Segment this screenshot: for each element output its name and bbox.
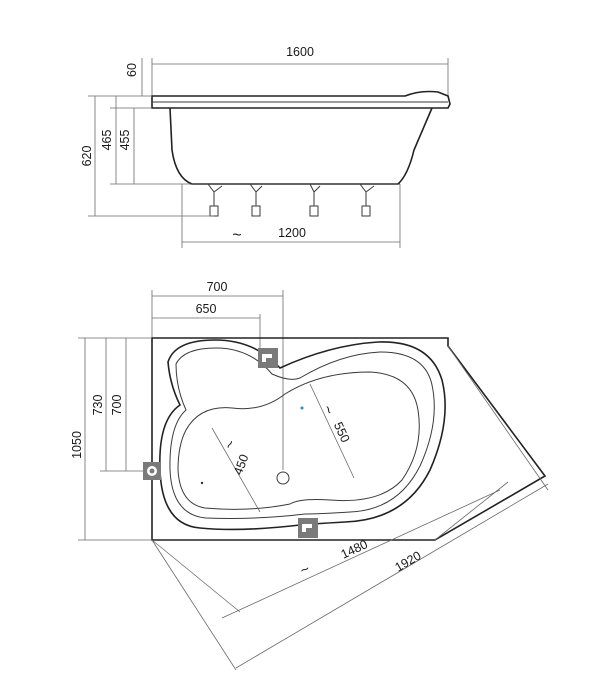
extension-line [151,539,237,671]
side-view: 1600 60 620 465 455 [80,45,451,248]
leg-1-foot [209,205,219,217]
dim-label-1600: 1600 [286,45,314,59]
leg-1 [207,183,223,206]
tub-basin-middle [169,347,435,519]
extension-line [434,481,509,541]
tub-body [169,107,433,185]
hydro-jet-dot [200,481,204,485]
dimension-line-450 [211,427,261,513]
dim-label-455: 455 [118,130,132,151]
drain-icon [276,471,290,485]
dimension-line-1920 [235,483,549,669]
dim-label-550: 550 [331,420,353,445]
faucet-icon-bottom [298,518,318,538]
dim-label-1050: 1050 [70,431,84,459]
dim-label-700-top: 700 [207,280,228,294]
approx-symbol: ~ [221,437,240,453]
dim-label-620: 620 [80,146,94,167]
dim-label-1920: 1920 [392,548,423,574]
leg-3 [309,183,321,206]
leg-4-foot [361,205,371,217]
approx-symbol: ~ [232,227,241,244]
leg-3-foot [309,205,319,217]
dim-label-465: 465 [100,130,114,151]
tub-basin-outer [159,339,446,531]
top-view: 700 650 550 ~ [70,280,549,671]
leg-2-foot [251,205,261,217]
dimension-line-1480 [221,489,501,619]
dim-label-1480: 1480 [339,537,370,561]
approx-symbol: ~ [298,560,313,579]
hydro-jet-dot [300,406,304,410]
dim-label-450: 450 [231,452,251,476]
dim-label-730: 730 [91,395,105,416]
tub-rim [151,90,451,109]
tub-legs [207,183,375,217]
tub-basin-floor [177,371,420,510]
approx-symbol: ~ [319,403,338,418]
dim-label-60: 60 [125,63,139,77]
extension-line [151,539,241,613]
leg-4 [359,183,375,206]
extension-line [447,345,549,491]
dim-label-700-left: 700 [110,395,124,416]
dim-label-1200: 1200 [278,226,306,240]
leg-2 [249,183,263,206]
dimension-line-550 [309,383,355,479]
dim-label-650: 650 [196,302,217,316]
overflow-icon-left [143,462,161,480]
faucet-icon-top [258,348,278,368]
